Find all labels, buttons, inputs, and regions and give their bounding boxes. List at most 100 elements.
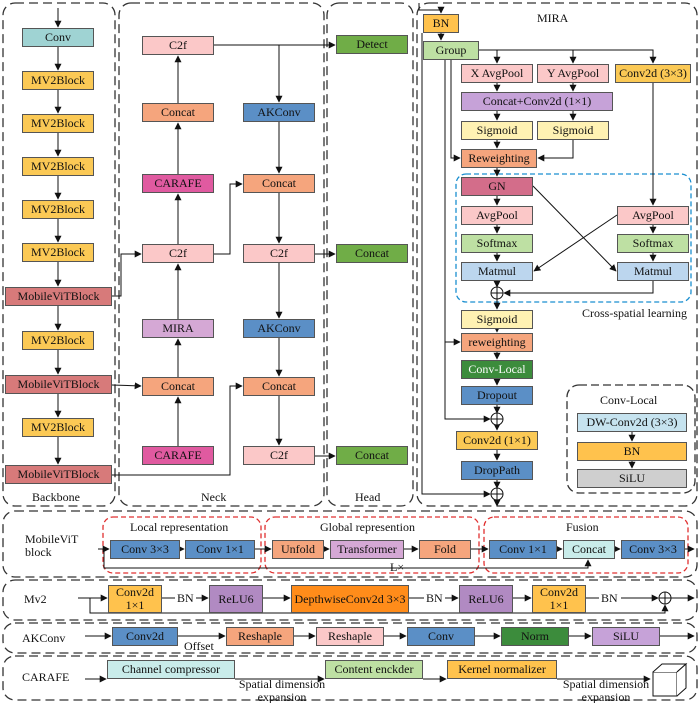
mv2-bn3: BN: [601, 591, 618, 605]
ak-reshape-2: Reshaple: [316, 627, 384, 646]
neck-concat-3: Concat: [243, 174, 315, 193]
fusion-title: Fusion: [566, 520, 599, 534]
mira-avgpool-1: AvgPool: [461, 206, 533, 225]
conv-local-panel: [566, 384, 696, 494]
cf-compressor: Channel compressor: [107, 660, 235, 679]
local-rep-title: Local representation: [130, 520, 229, 534]
mm2-plus: [503, 281, 654, 297]
fusion-panel: [483, 516, 689, 574]
akconv-title: AKConv: [22, 631, 66, 645]
conv-local-title: Conv-Local: [600, 393, 658, 407]
mvit-unfold: Unfold: [272, 540, 324, 559]
backbone-mv2block-2: MV2Block: [22, 114, 94, 133]
g-rw2-skip: [444, 60, 461, 346]
neck-concat-1: Concat: [142, 103, 214, 122]
backbone-mobilevit-3: MobileViTBlock: [5, 465, 112, 484]
cl-dwconv: DW-Conv2d (3×3): [577, 413, 687, 432]
carafe-output-cube-icon: [652, 662, 688, 697]
cf-sde-2: Spatial dimension expansion: [562, 677, 650, 703]
mvit-conv3: Conv 3×3: [110, 540, 180, 559]
mira-xpool: X AvgPool: [461, 64, 533, 83]
cross-spatial-title: Cross-spatial learning: [582, 306, 687, 320]
g-y: [497, 49, 577, 64]
mvit-f-conv1: Conv 1×1: [489, 540, 557, 559]
mv2-bn1: BN: [177, 591, 194, 605]
mv2-dw: DepthwiseConv2d 3×3: [291, 585, 409, 613]
mv2-plus: [658, 591, 672, 605]
neck-concat-2: Concat: [142, 377, 214, 396]
mira-reweighting: Reweighting: [461, 149, 537, 168]
cf-encoder: Content enckder: [325, 660, 423, 679]
mvit3-to-akconv: [112, 382, 243, 476]
mira-conv-local: Conv-Local: [461, 360, 533, 379]
backbone-mobilevit-1: MobileViTBlock: [5, 287, 112, 306]
mira-matmul-2: Matmul: [617, 262, 689, 281]
backbone-mv2block-5: MV2Block: [22, 243, 94, 262]
backbone-mv2block-3: MV2Block: [22, 157, 94, 176]
g-c3: [573, 49, 657, 64]
mvit1-to-c2f: [112, 250, 142, 297]
neck-concat-4: Concat: [243, 377, 315, 396]
backbone-mobilevit-2: MobileViTBlock: [5, 375, 112, 394]
backbone-title: Backbone: [32, 490, 80, 504]
mvit-f-concat: Concat: [563, 540, 615, 559]
mv2-panel: [2, 579, 698, 621]
mira-dropout: Dropout: [461, 386, 533, 405]
ak-silu: SiLU: [592, 627, 660, 646]
c2ftop-to-ak1: [214, 44, 283, 103]
neck-carafe-1: CARAFE: [142, 174, 214, 193]
mira-avgpool-2: AvgPool: [617, 206, 689, 225]
mira-in: [418, 3, 445, 14]
head-title: Head: [355, 490, 381, 504]
backbone-mv2block-4: MV2Block: [22, 200, 94, 219]
neck-title: Neck: [201, 490, 227, 504]
mira-conv3: Conv2d (3×3): [615, 64, 691, 83]
mira-ypool: Y AvgPool: [537, 64, 609, 83]
mira-gn: GN: [461, 177, 533, 196]
mira-plus-2: [490, 412, 504, 426]
mira-sigmoid-1: Sigmoid: [461, 121, 533, 140]
cl-silu: SiLU: [577, 469, 687, 488]
mobilevit-panel: [2, 510, 698, 578]
backbone-mv2block-6: MV2Block: [22, 331, 94, 350]
head-detect: Detect: [336, 35, 408, 54]
mira-bn: BN: [423, 14, 459, 33]
backbone-conv: Conv: [22, 28, 94, 47]
head-concat-2: Concat: [336, 446, 408, 465]
mira-plus-1: [490, 286, 504, 300]
mv2-relu1: ReLU6: [209, 585, 263, 613]
mira-group: Group: [423, 41, 479, 60]
cf-sde-1: Spatial dimension expansion: [238, 677, 326, 703]
mira-softmax-1: Softmax: [461, 234, 533, 253]
ak-conv: Conv: [407, 627, 475, 646]
plus2-skip: [444, 342, 491, 423]
global-rep-panel: [264, 516, 480, 574]
mira-title: MIRA: [537, 11, 569, 25]
ak-conv2d: Conv2d: [112, 627, 178, 646]
ak-norm: Norm: [501, 627, 569, 646]
mira-sigmoid-3: Sigmoid: [461, 310, 533, 329]
neck-carafe-2: CARAFE: [142, 446, 214, 465]
mira-matmul-1: Matmul: [461, 262, 533, 281]
mv2-relu2: ReLU6: [459, 585, 513, 613]
neck-c2f-top: C2f: [142, 36, 214, 55]
backbone-mv2block-7: MV2Block: [22, 418, 94, 437]
mvit2-to-concat: [111, 382, 142, 390]
mv2-bn2: BN: [426, 591, 443, 605]
mvit-transformer: Transformer: [330, 540, 404, 559]
mira-plus-3: [490, 487, 504, 501]
mira-concat-conv: Concat+Conv2d (1×1): [461, 92, 613, 111]
global-rep-title: Global represention: [320, 520, 415, 534]
cl-bn: BN: [577, 442, 687, 461]
s2-rw: [537, 140, 574, 162]
mira-sigmoid-2: Sigmoid: [537, 121, 609, 140]
backbone-panel: [2, 2, 116, 507]
mv2-title: Mv2: [24, 592, 47, 606]
mira-droppath: DropPath: [461, 461, 533, 480]
neck-akconv-2: AKConv: [243, 319, 315, 338]
carafe-title: CARAFE: [22, 670, 70, 684]
mv2-conv1a: Conv2d 1×1: [108, 585, 162, 613]
mvit-conv1: Conv 1×1: [185, 540, 255, 559]
